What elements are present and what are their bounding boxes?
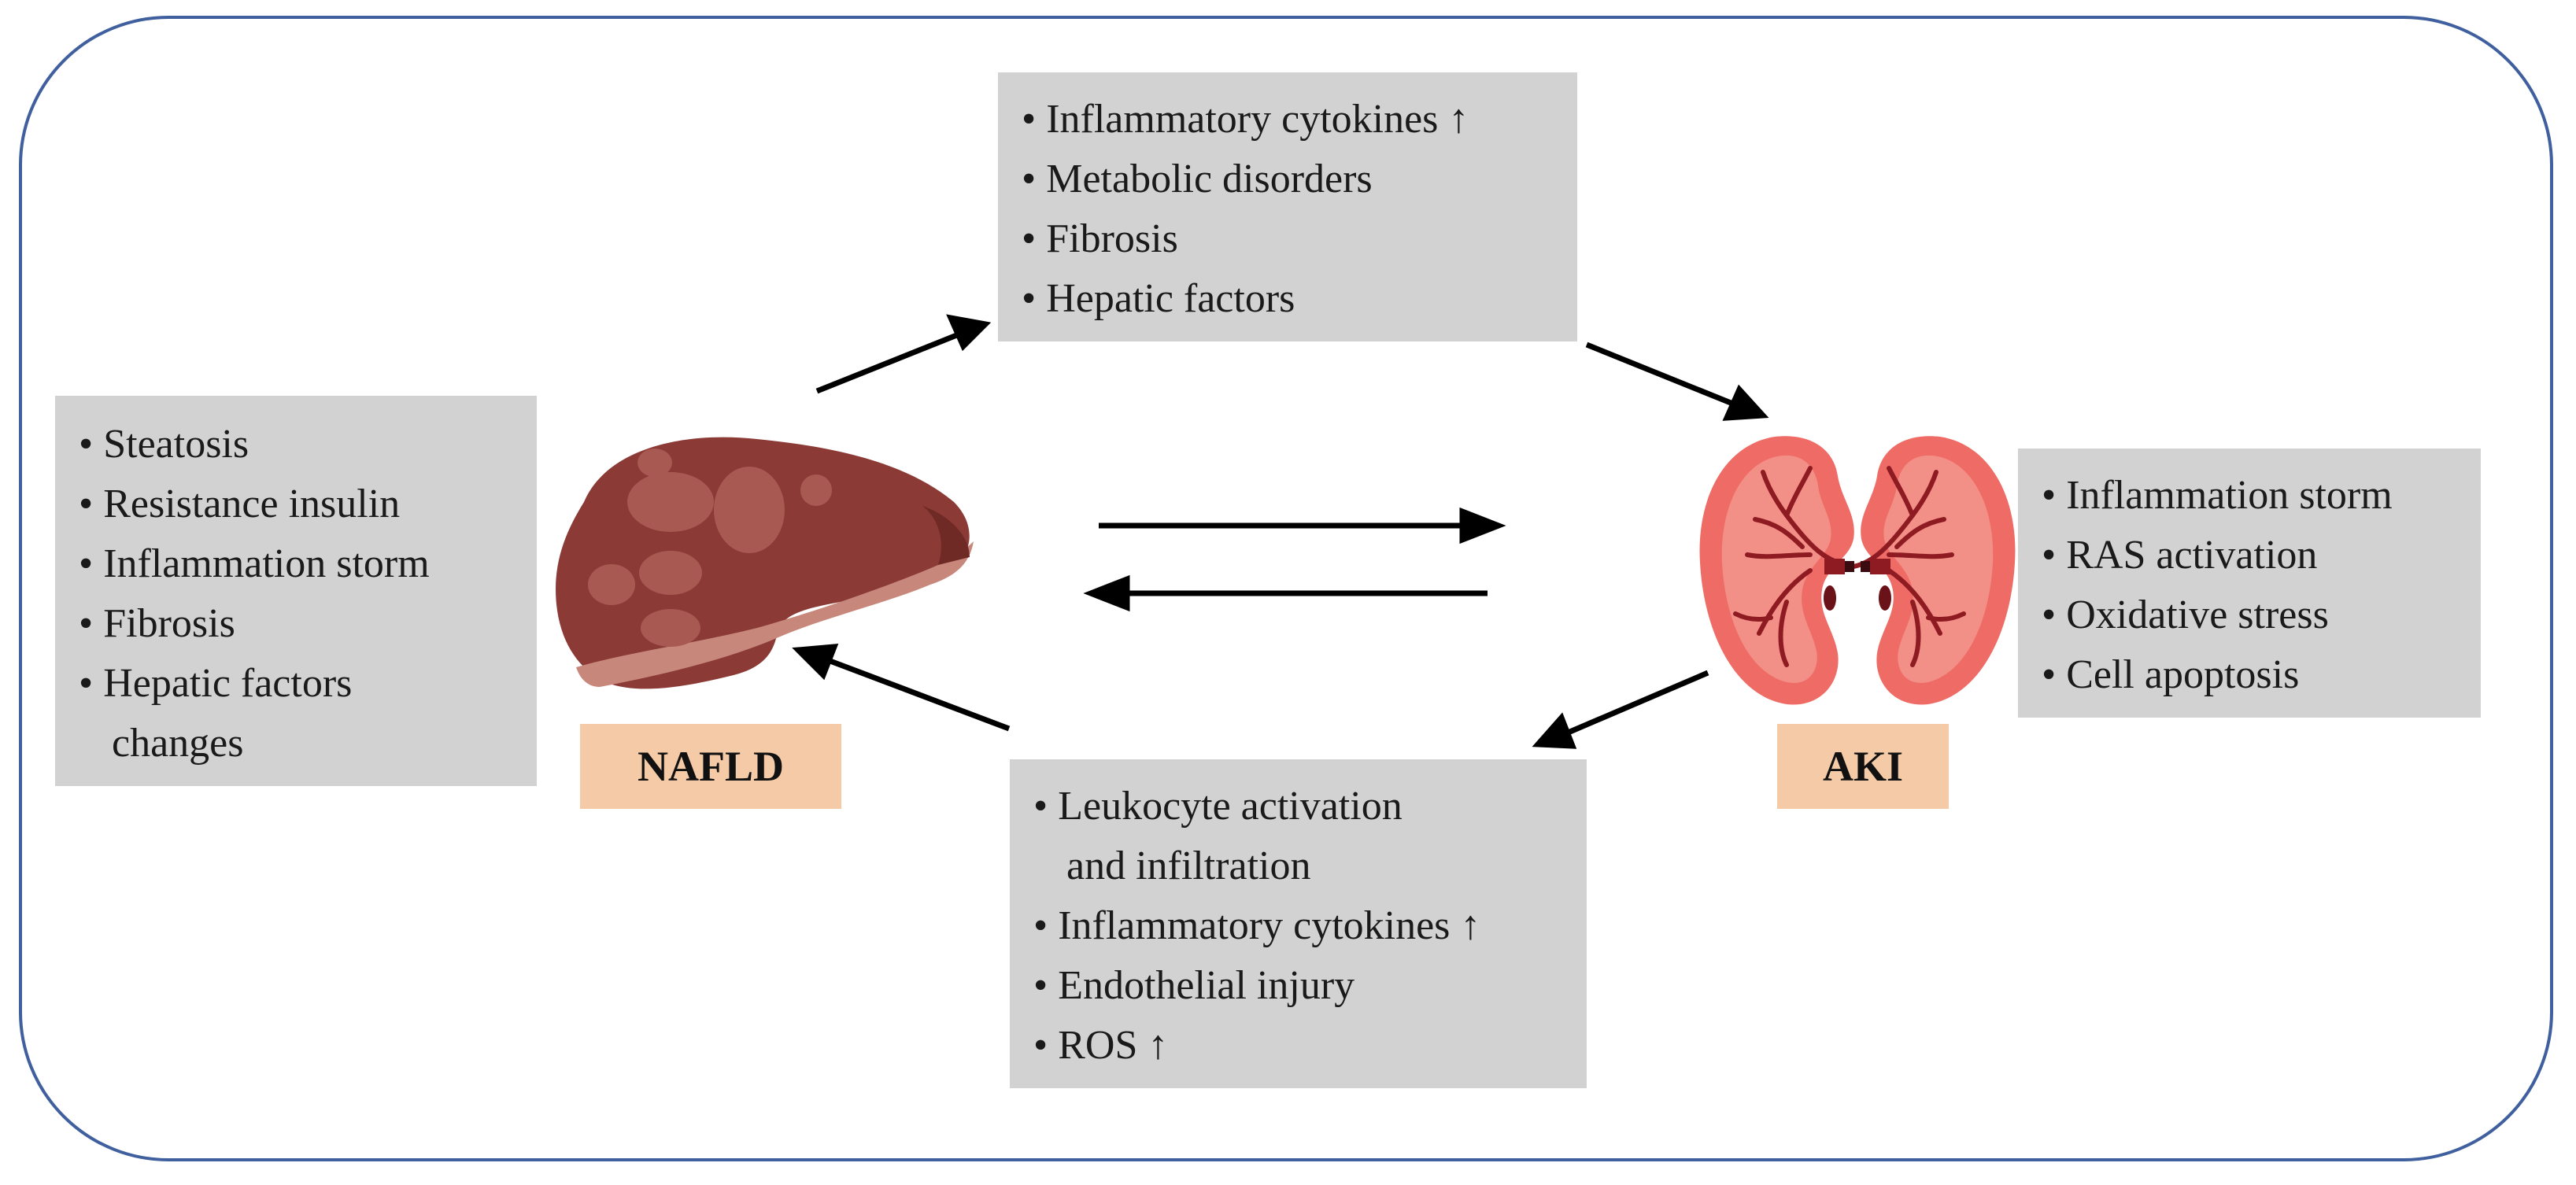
kidney-to-liver-item: Leukocyte activation and infiltration (1033, 777, 1571, 896)
nafld-feature-item: Steatosis (79, 415, 521, 474)
nafld-feature-item: Inflammation storm (79, 534, 521, 594)
liver-to-kidney-item: Fibrosis (1022, 209, 1561, 269)
diagram-frame (19, 16, 2553, 1161)
arrow-liver-to-top (815, 331, 960, 394)
aki-features-box: Inflammation storm RAS activation Oxidat… (2018, 449, 2481, 718)
nafld-feature-item: Hepatic factors changes (79, 654, 521, 773)
liver-to-kidney-item: Metabolic disorders (1022, 150, 1561, 209)
liver-to-kidney-box: Inflammatory cytokines ↑ Metabolic disor… (998, 72, 1577, 341)
aki-label: AKI (1777, 724, 1949, 809)
kidney-to-liver-item: Inflammatory cytokines ↑ (1033, 896, 1571, 956)
arrow-kidney-to-bottom (1565, 670, 1709, 736)
aki-feature-item: RAS activation (2042, 526, 2465, 585)
liver-icon (556, 437, 974, 689)
nafld-features-box: Steatosis Resistance insulin Inflammatio… (55, 396, 537, 786)
kidneys-icon (1699, 436, 2016, 705)
kidney-to-liver-item: ROS ↑ (1033, 1016, 1571, 1076)
arrow-top-to-kidney (1585, 341, 1736, 408)
kidney-to-liver-item: Endothelial injury (1033, 956, 1571, 1016)
aki-feature-item: Inflammation storm (2042, 466, 2465, 526)
liver-to-kidney-item: Hepatic factors (1022, 269, 1561, 329)
kidney-to-liver-box: Leukocyte activation and infiltration In… (1010, 759, 1587, 1088)
aki-feature-item: Cell apoptosis (2042, 645, 2465, 705)
nafld-feature-item: Fibrosis (79, 594, 521, 654)
arrow-bottom-to-liver (826, 657, 1011, 732)
liver-to-kidney-item: Inflammatory cytokines ↑ (1022, 90, 1561, 150)
nafld-feature-item: Resistance insulin (79, 474, 521, 534)
nafld-label: NAFLD (580, 724, 841, 809)
aki-feature-item: Oxidative stress (2042, 585, 2465, 645)
